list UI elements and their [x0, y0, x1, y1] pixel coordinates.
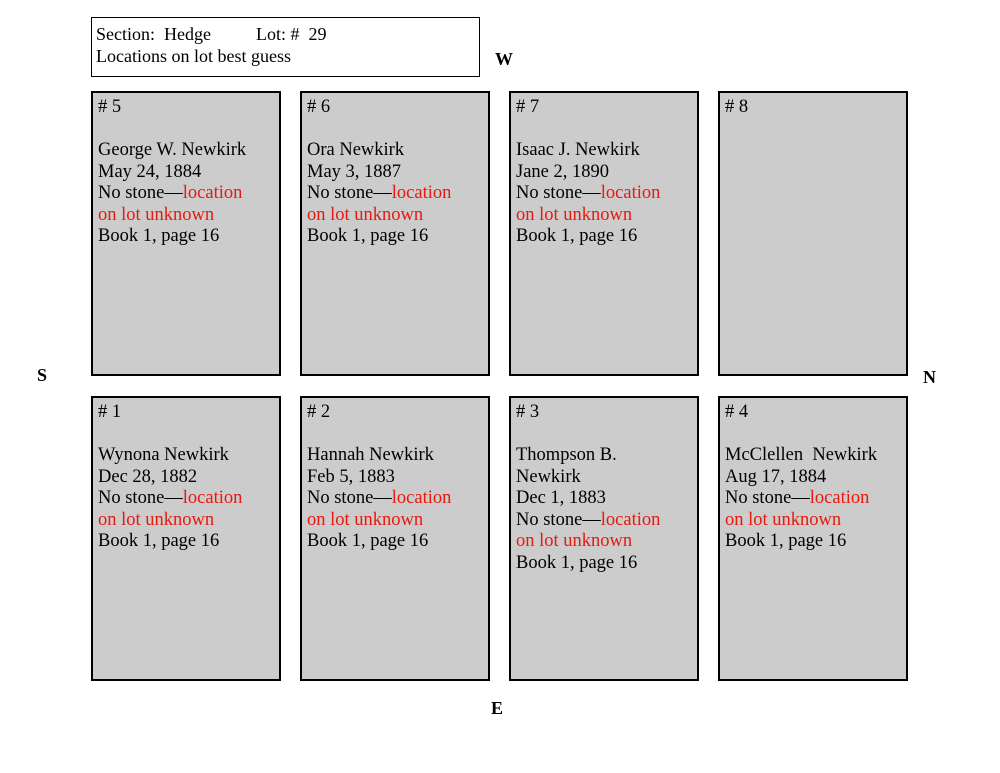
- compass-south: S: [37, 365, 48, 385]
- plot-date: May 3, 1887: [307, 161, 402, 182]
- stone-label: No stone—: [725, 488, 810, 508]
- plot-number: # 7: [516, 97, 540, 117]
- plot-1: # 1 Wynona Newkirk Dec 28, 1882 No stone…: [91, 396, 281, 681]
- location-note-cont: on lot unknown: [516, 204, 633, 225]
- plot-name: Isaac J. Newkirk: [516, 140, 640, 160]
- plot-stone-status: No stone—location: [98, 488, 279, 510]
- plot-number: # 2: [307, 402, 331, 422]
- lot-header-box: Section: Hedge Lot: # 29 Locations on lo…: [91, 17, 480, 77]
- plot-name-cont: Newkirk: [516, 466, 581, 487]
- location-note-cont: on lot unknown: [307, 509, 424, 530]
- plot-book-ref: Book 1, page 16: [98, 531, 220, 551]
- stone-label: No stone—: [98, 488, 183, 508]
- plot-5: # 5 George W. Newkirk May 24, 1884 No st…: [91, 91, 281, 376]
- stone-label: No stone—: [307, 488, 392, 508]
- plot-name: Thompson B.: [516, 445, 617, 465]
- plot-name: Wynona Newkirk: [98, 445, 229, 465]
- plot-stone-status: No stone—location: [725, 488, 906, 510]
- location-note-cont: on lot unknown: [98, 204, 215, 225]
- plot-number: # 4: [725, 402, 749, 422]
- plot-4: # 4 McClellen Newkirk Aug 17, 1884 No st…: [718, 396, 908, 681]
- plot-date: May 24, 1884: [98, 161, 202, 182]
- location-note-cont: on lot unknown: [98, 509, 215, 530]
- location-note: location: [182, 183, 243, 203]
- plot-date: Dec 28, 1882: [98, 466, 198, 487]
- plot-stone-status: No stone—location: [307, 488, 488, 510]
- plot-number: # 3: [516, 402, 540, 422]
- location-note: location: [182, 488, 243, 508]
- plot-stone-status: No stone—location: [516, 510, 697, 532]
- plot-stone-status: No stone—location: [516, 183, 697, 205]
- location-note-cont: on lot unknown: [307, 204, 424, 225]
- plot-3: # 3 Thompson B. Newkirk Dec 1, 1883 No s…: [509, 396, 699, 681]
- plot-6: # 6 Ora Newkirk May 3, 1887 No stone—loc…: [300, 91, 490, 376]
- plot-name: Hannah Newkirk: [307, 445, 434, 465]
- compass-east: E: [491, 698, 504, 718]
- location-note: location: [600, 183, 661, 203]
- plot-date: Aug 17, 1884: [725, 466, 827, 487]
- header-subtitle: Locations on lot best guess: [96, 46, 291, 66]
- location-note-cont: on lot unknown: [725, 509, 842, 530]
- plot-book-ref: Book 1, page 16: [516, 552, 638, 573]
- stone-label: No stone—: [516, 183, 601, 203]
- plot-book-ref: Book 1, page 16: [98, 226, 220, 246]
- plot-book-ref: Book 1, page 16: [516, 226, 638, 246]
- plot-name: McClellen Newkirk: [725, 445, 878, 465]
- location-note-cont: on lot unknown: [516, 531, 633, 551]
- location-note: location: [391, 488, 452, 508]
- plot-date: Feb 5, 1883: [307, 466, 395, 487]
- plot-number: # 1: [98, 402, 122, 422]
- compass-west: W: [495, 49, 513, 69]
- plot-number: # 8: [725, 97, 749, 117]
- plot-book-ref: Book 1, page 16: [307, 226, 429, 246]
- compass-north: N: [923, 367, 936, 387]
- plot-number: # 6: [307, 97, 331, 117]
- plot-book-ref: Book 1, page 16: [307, 531, 429, 551]
- plot-name: Ora Newkirk: [307, 140, 405, 160]
- plot-book-ref: Book 1, page 16: [725, 531, 847, 551]
- stone-label: No stone—: [516, 509, 601, 530]
- plot-8: # 8: [718, 91, 908, 376]
- plot-7: # 7 Isaac J. Newkirk Jane 2, 1890 No sto…: [509, 91, 699, 376]
- plot-date: Dec 1, 1883: [516, 488, 606, 508]
- stone-label: No stone—: [98, 183, 183, 203]
- location-note: location: [391, 183, 452, 203]
- stone-label: No stone—: [307, 183, 392, 203]
- plot-2: # 2 Hannah Newkirk Feb 5, 1883 No stone—…: [300, 396, 490, 681]
- plot-number: # 5: [98, 97, 122, 117]
- plot-name: George W. Newkirk: [98, 140, 247, 160]
- plot-stone-status: No stone—location: [98, 183, 279, 205]
- plot-date: Jane 2, 1890: [516, 161, 609, 182]
- location-note: location: [809, 488, 870, 508]
- location-note: location: [600, 509, 661, 530]
- plot-stone-status: No stone—location: [307, 183, 488, 205]
- section-lot-label: Section: Hedge Lot: # 29: [96, 24, 327, 44]
